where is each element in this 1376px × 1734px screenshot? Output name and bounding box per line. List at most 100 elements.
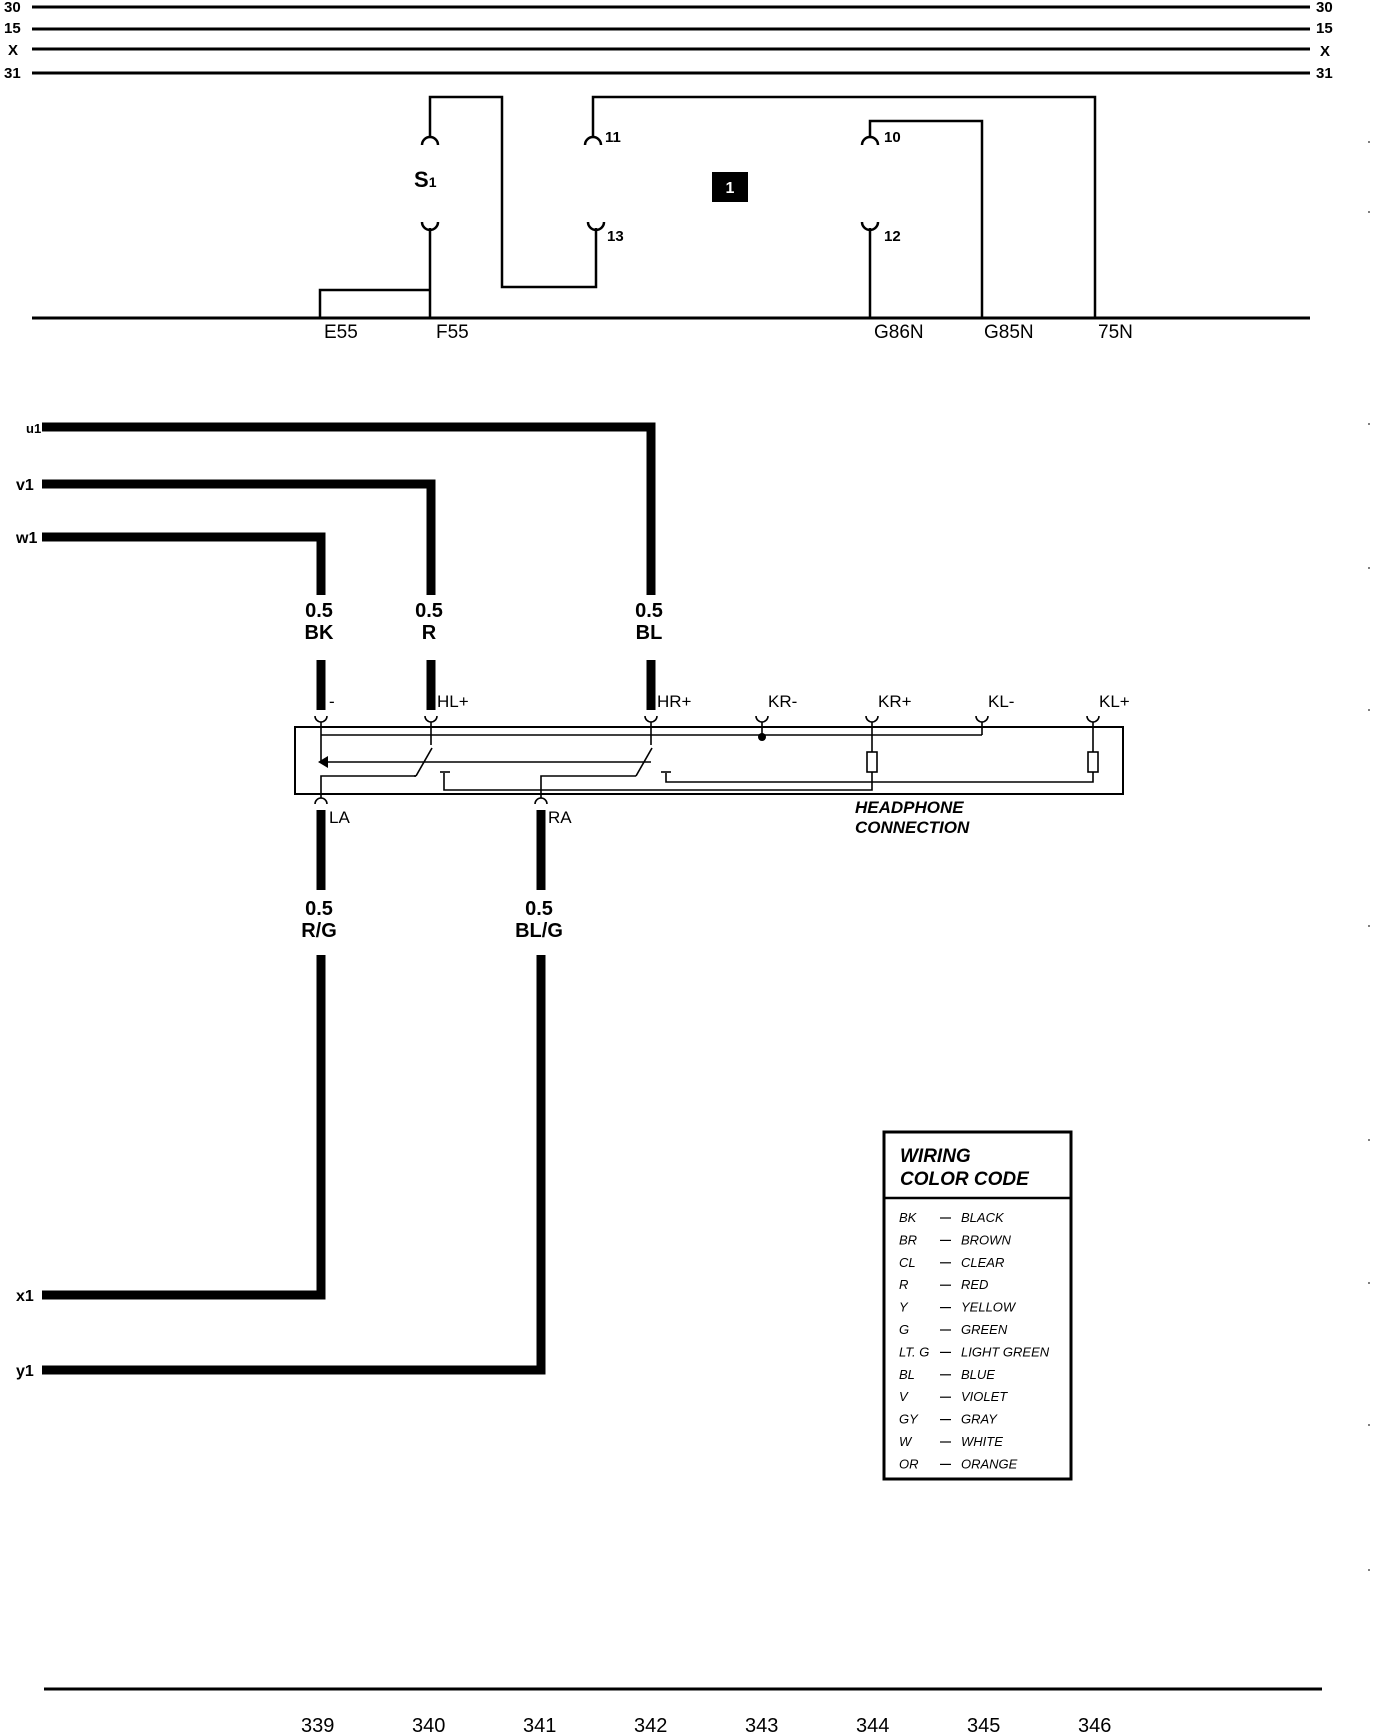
port-label: - — [329, 692, 335, 711]
port-contact-kr-minus — [755, 715, 769, 723]
port-label: KL- — [988, 692, 1014, 711]
side-label: y1 — [16, 1363, 34, 1380]
side-label: x1 — [16, 1288, 34, 1305]
wire-labels: 0.5 BK 0.5 R 0.5 BL 0.5 R/G 0.5 BL/G — [301, 600, 663, 942]
contact-s1-top — [420, 135, 440, 146]
bus-label-right: 31 — [1316, 65, 1333, 82]
legend-code: BK — [899, 1210, 918, 1225]
legend-code: GY — [899, 1412, 919, 1427]
bus-label-left: 30 — [4, 0, 21, 16]
grid-number: 344 — [856, 1715, 889, 1734]
component-badge-box — [712, 172, 748, 202]
contact-11 — [583, 135, 603, 146]
legend-color-name: YELLOW — [961, 1300, 1017, 1315]
contact-12 — [860, 221, 880, 232]
legend-color-name: BROWN — [961, 1232, 1011, 1247]
port-labels: - HL+ HR+ KR- KR+ KL- KL+ LA RA — [329, 692, 1130, 827]
legend-color-name: ORANGE — [961, 1456, 1018, 1471]
junction-dot — [758, 733, 766, 741]
port-label: HL+ — [437, 692, 469, 711]
port-label: LA — [329, 808, 350, 827]
legend-color-name: GRAY — [961, 1412, 998, 1427]
wire-e55 — [318, 288, 430, 318]
headphone-connection — [294, 715, 1124, 805]
bus-label-left: 15 — [4, 20, 21, 37]
legend-code: BR — [899, 1232, 917, 1247]
port-contact-kl-plus — [1086, 715, 1100, 723]
bus-label-right: 15 — [1316, 20, 1333, 37]
connector-label: E55 — [324, 322, 358, 343]
bus-labels-right: 30 15 X 31 — [1316, 0, 1333, 82]
port-label: KR- — [768, 692, 797, 711]
contact-13 — [586, 221, 606, 232]
wire-v1-r — [42, 479, 436, 595]
resistor-kl — [1087, 751, 1099, 773]
contact-10 — [860, 135, 880, 146]
legend-code: W — [899, 1434, 913, 1449]
wire-size-label: 0.5 — [305, 898, 333, 920]
internal-line-kr — [443, 772, 873, 791]
side-label: v1 — [16, 477, 34, 494]
pin-label: 10 — [884, 129, 901, 146]
pin-label: 11 — [605, 129, 621, 146]
wire-y1-blg — [42, 955, 546, 1375]
grid-number: 339 — [301, 1715, 334, 1734]
connector-label: G86N — [874, 322, 924, 343]
headphone-housing — [294, 726, 1124, 795]
port-label: KL+ — [1099, 692, 1130, 711]
internal-arrow-icon — [318, 756, 328, 768]
bus-labels-left: 30 15 X 31 — [4, 0, 21, 82]
legend-title-line: WIRING — [900, 1146, 971, 1167]
legend-color-name: WHITE — [961, 1434, 1003, 1449]
legend-code: R — [899, 1277, 908, 1292]
bus-label-right: X — [1320, 43, 1330, 60]
switch-label: S1 — [414, 167, 437, 192]
side-label: u1 — [26, 421, 41, 436]
wire-color-label: R/G — [301, 920, 337, 942]
wire-s1-loop — [428, 95, 598, 289]
switch-circuit — [32, 95, 1310, 320]
bus-label-left: X — [8, 42, 18, 59]
legend-code: Y — [899, 1300, 909, 1315]
internal-line-ra — [540, 775, 636, 798]
port-contact-ra — [534, 797, 548, 805]
legend-color-name: VIOLET — [961, 1389, 1008, 1404]
legend-color-name: BLACK — [961, 1210, 1005, 1225]
contact-s1-bottom — [420, 221, 440, 232]
legend-code: BL — [899, 1367, 915, 1382]
side-label: w1 — [15, 530, 37, 547]
legend-code: G — [899, 1322, 909, 1337]
legend-color-name: GREEN — [961, 1322, 1008, 1337]
port-contact-kl-minus — [975, 715, 989, 723]
wire-x1-rg — [42, 955, 326, 1300]
switch-hr — [635, 747, 653, 777]
legend-color-name: LIGHT GREEN — [961, 1344, 1050, 1359]
bus-label-right: 30 — [1316, 0, 1333, 16]
wire-size-label: 0.5 — [635, 600, 663, 622]
port-contact-minus — [314, 715, 328, 723]
legend-title-line: COLOR CODE — [900, 1169, 1030, 1190]
wire-color-label: BL — [636, 622, 663, 644]
side-labels: u1 v1 w1 x1 y1 — [15, 421, 41, 1380]
legend-code: LT. G — [899, 1344, 929, 1359]
grid-number: 342 — [634, 1715, 667, 1734]
legend-code: OR — [899, 1456, 919, 1471]
wire-color-label: BK — [305, 622, 334, 644]
grid-number: 345 — [967, 1715, 1000, 1734]
wire-color-label: BL/G — [515, 920, 563, 942]
wire-pin-10 — [868, 119, 984, 318]
wire-size-label: 0.5 — [415, 600, 443, 622]
component-badge: 1 — [712, 172, 748, 202]
connector-label: G85N — [984, 322, 1034, 343]
wire-size-label: 0.5 — [525, 898, 553, 920]
wire-pin-11 — [591, 95, 1097, 318]
port-label: KR+ — [878, 692, 912, 711]
wire-color-label: R — [422, 622, 437, 644]
audio-wires — [42, 422, 656, 1375]
legend-color-name: BLUE — [961, 1367, 995, 1382]
resistor-kr — [866, 751, 878, 773]
